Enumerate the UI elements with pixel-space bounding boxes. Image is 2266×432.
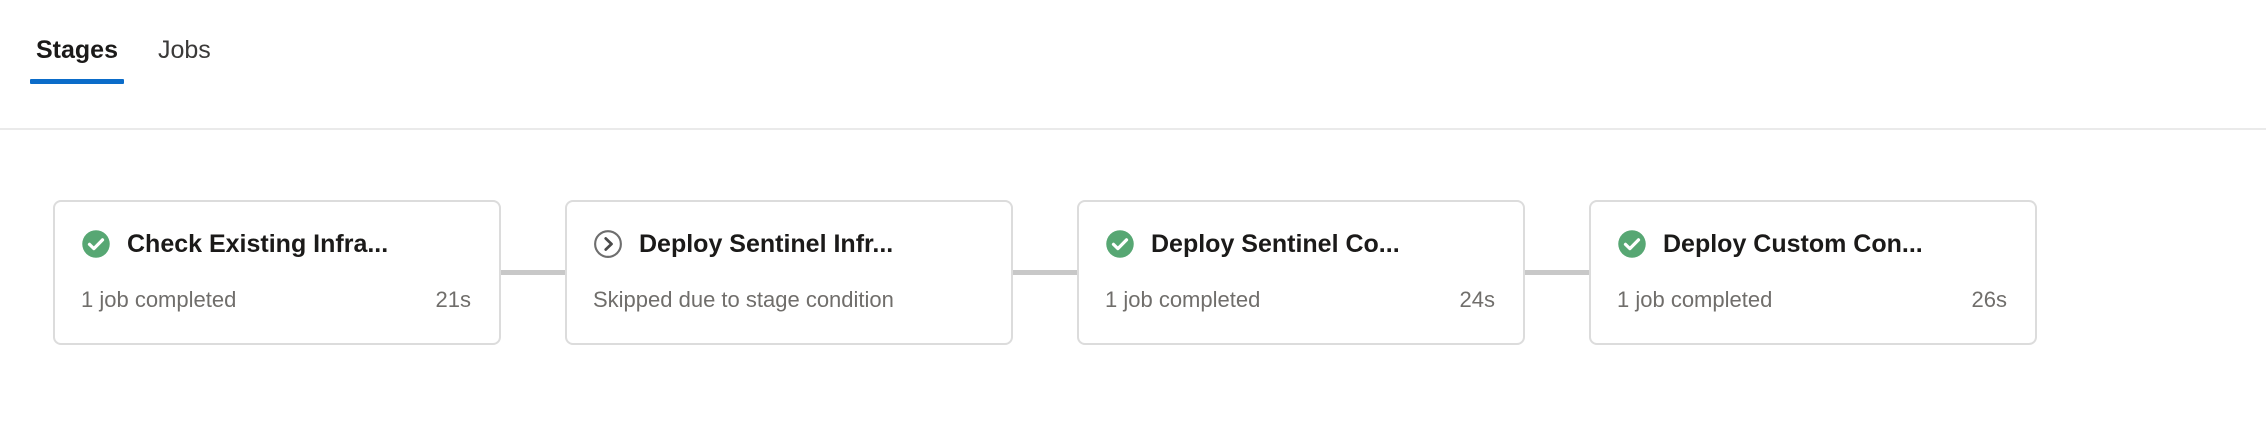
- stage-title: Deploy Custom Con...: [1663, 230, 1923, 258]
- stage-title: Deploy Sentinel Co...: [1151, 230, 1400, 258]
- stage-card[interactable]: Deploy Sentinel Co... 1 job completed 24…: [1077, 200, 1525, 345]
- check-circle-filled-icon: [82, 230, 110, 258]
- check-circle-filled-icon: [1106, 230, 1134, 258]
- stage-footer: 1 job completed 21s: [81, 286, 473, 314]
- stage-card[interactable]: Check Existing Infra... 1 job completed …: [53, 200, 501, 345]
- stage-footer: 1 job completed 24s: [1105, 286, 1497, 314]
- stage-list: Check Existing Infra... 1 job completed …: [53, 200, 2037, 345]
- tab-list: Stages Jobs: [30, 34, 217, 84]
- stage-header: Deploy Custom Con...: [1617, 226, 2009, 262]
- tab-bar: Stages Jobs: [0, 0, 2266, 130]
- stage-footer: Skipped due to stage condition: [593, 286, 985, 314]
- tab-jobs-label: Jobs: [157, 36, 211, 64]
- stage-subtitle: 1 job completed: [1617, 287, 1773, 312]
- tab-jobs[interactable]: Jobs: [152, 34, 217, 84]
- stage-duration: 21s: [435, 287, 471, 312]
- stage-subtitle: 1 job completed: [1105, 287, 1261, 312]
- stage-header: Deploy Sentinel Infr...: [593, 226, 985, 262]
- stage-header: Deploy Sentinel Co...: [1105, 226, 1497, 262]
- tab-active-underline: [30, 79, 124, 84]
- tab-stages-label: Stages: [36, 36, 118, 64]
- stage-subtitle: Skipped due to stage condition: [593, 287, 894, 312]
- stage-footer: 1 job completed 26s: [1617, 286, 2009, 314]
- stage-subtitle: 1 job completed: [81, 287, 237, 312]
- stage-connector: [1013, 270, 1077, 275]
- tab-stages[interactable]: Stages: [30, 34, 124, 84]
- stage-connector: [1525, 270, 1589, 275]
- stage-duration: 24s: [1459, 287, 1495, 312]
- stage-header: Check Existing Infra...: [81, 226, 473, 262]
- stage-connector: [501, 270, 565, 275]
- stage-duration: 26s: [1971, 287, 2007, 312]
- stage-title: Deploy Sentinel Infr...: [639, 230, 894, 258]
- stage-card[interactable]: Deploy Sentinel Infr... Skipped due to s…: [565, 200, 1013, 345]
- stage-title: Check Existing Infra...: [127, 230, 389, 258]
- skipped-circle-chevron-icon: [594, 230, 622, 258]
- check-circle-filled-icon: [1618, 230, 1646, 258]
- stage-card[interactable]: Deploy Custom Con... 1 job completed 26s: [1589, 200, 2037, 345]
